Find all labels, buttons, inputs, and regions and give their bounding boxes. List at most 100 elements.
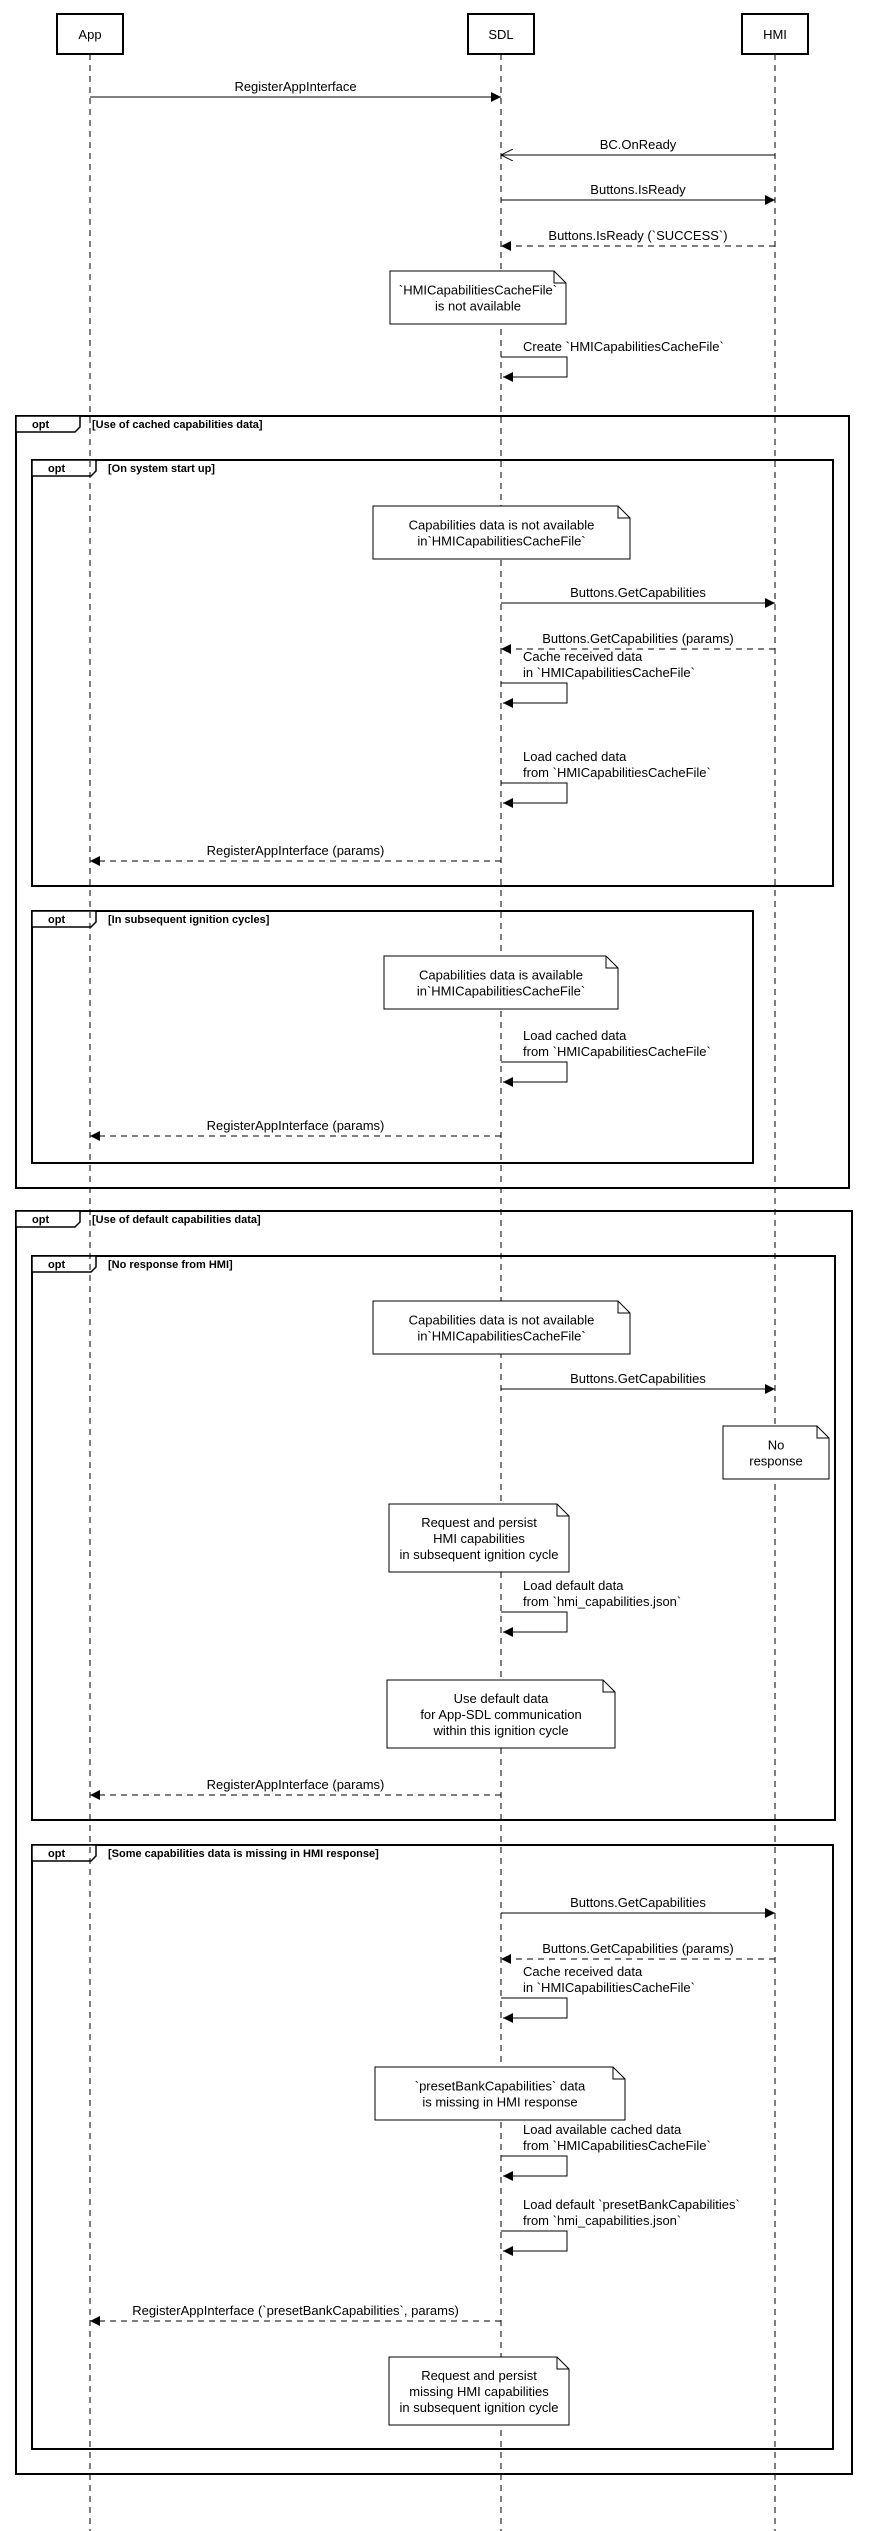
note-box bbox=[374, 2066, 626, 2121]
note-box bbox=[383, 955, 619, 1010]
participant-label: App bbox=[78, 27, 101, 42]
fragment-operator: opt bbox=[32, 1214, 49, 1226]
participant-app: App bbox=[56, 13, 124, 2531]
note-text: Request and persist bbox=[421, 1515, 537, 1530]
note-box bbox=[386, 1679, 616, 1749]
note-text: Capabilities data is available bbox=[419, 968, 583, 983]
self-message-arrow bbox=[501, 2230, 568, 2256]
message-2: Buttons.IsReady bbox=[501, 182, 775, 205]
fragment-3: opt[Use of default capabilities data] bbox=[15, 1210, 853, 2475]
message-4: Buttons.GetCapabilities bbox=[501, 585, 775, 608]
note-text: is not available bbox=[435, 299, 521, 314]
message-5: Buttons.GetCapabilities (params) bbox=[501, 631, 775, 654]
note-box bbox=[372, 1300, 631, 1355]
fragment-operator: opt bbox=[48, 914, 65, 926]
self-message-arrow bbox=[501, 1997, 568, 2023]
fragment-frame bbox=[31, 910, 754, 1164]
note-box bbox=[722, 1425, 830, 1480]
message-label: Buttons.IsReady bbox=[590, 182, 686, 197]
note-text: in subsequent ignition cycle bbox=[400, 1547, 559, 1562]
fragment-operator: opt bbox=[48, 1259, 65, 1271]
note-text: `HMICapabilitiesCacheFile` bbox=[399, 283, 557, 298]
self-message-label: from `HMICapabilitiesCacheFile` bbox=[523, 765, 711, 780]
note-fold bbox=[617, 1301, 630, 1314]
note-fold bbox=[612, 2067, 625, 2080]
message-12: RegisterAppInterface (`presetBankCapabil… bbox=[90, 2303, 501, 2326]
self-message-label: in `HMICapabilitiesCacheFile` bbox=[523, 1980, 695, 1995]
self-message-0: Create `HMICapabilitiesCacheFile` bbox=[501, 339, 724, 382]
participant-box-app bbox=[56, 13, 124, 55]
participant-label: SDL bbox=[488, 27, 513, 42]
note-text: in`HMICapabilitiesCacheFile` bbox=[417, 1329, 585, 1344]
message-10: Buttons.GetCapabilities bbox=[501, 1895, 775, 1918]
self-message-label: from `HMICapabilitiesCacheFile` bbox=[523, 1044, 711, 1059]
self-message-label: from `HMICapabilitiesCacheFile` bbox=[523, 2138, 711, 2153]
note-fold bbox=[556, 1504, 569, 1517]
fragment-tab bbox=[31, 1844, 97, 1862]
self-message-arrow bbox=[501, 782, 568, 808]
message-1: BC.OnReady bbox=[501, 137, 775, 155]
fragment-tab bbox=[31, 1255, 97, 1273]
self-message-label: Load cached data bbox=[523, 1028, 627, 1043]
message-label: Buttons.GetCapabilities (params) bbox=[542, 1941, 733, 1956]
fragment-tab bbox=[31, 910, 97, 928]
fragment-condition: [No response from HMI] bbox=[108, 1259, 233, 1271]
message-label: Buttons.GetCapabilities bbox=[570, 1895, 706, 1910]
self-message-label: Create `HMICapabilitiesCacheFile` bbox=[523, 339, 724, 354]
fragment-operator: opt bbox=[48, 463, 65, 475]
note-text: is missing in HMI response bbox=[422, 2095, 577, 2110]
note-2: Capabilities data is availablein`HMICapa… bbox=[383, 955, 619, 1010]
note-text: HMI capabilities bbox=[433, 1531, 525, 1546]
note-text: in`HMICapabilitiesCacheFile` bbox=[417, 984, 585, 999]
note-text: for App-SDL communication bbox=[420, 1707, 581, 1722]
note-fold bbox=[602, 1680, 615, 1693]
fragment-operator: opt bbox=[48, 1848, 65, 1860]
fragment-tab bbox=[31, 459, 97, 477]
self-message-arrow bbox=[501, 356, 568, 382]
message-label: RegisterAppInterface (`presetBankCapabil… bbox=[132, 2303, 459, 2318]
note-1: Capabilities data is not availablein`HMI… bbox=[372, 505, 631, 560]
note-text: response bbox=[749, 1454, 802, 1469]
fragment-frame bbox=[15, 415, 850, 1189]
message-label: RegisterAppInterface (params) bbox=[207, 1777, 385, 1792]
self-message-label: Load default data bbox=[523, 1578, 624, 1593]
fragment-2: opt[In subsequent ignition cycles] bbox=[31, 910, 754, 1164]
message-0: RegisterAppInterface bbox=[90, 79, 501, 102]
participant-label: HMI bbox=[763, 27, 787, 42]
message-label: Buttons.GetCapabilities (params) bbox=[542, 631, 733, 646]
note-fold bbox=[605, 956, 618, 969]
note-text: missing HMI capabilities bbox=[409, 2384, 549, 2399]
fragment-condition: [On system start up] bbox=[108, 463, 215, 475]
message-label: RegisterAppInterface (params) bbox=[207, 1118, 385, 1133]
note-text: `presetBankCapabilities` data bbox=[415, 2079, 586, 2094]
self-message-label: from `hmi_capabilities.json` bbox=[523, 2213, 681, 2228]
message-label: RegisterAppInterface (params) bbox=[207, 843, 385, 858]
note-text: Use default data bbox=[454, 1691, 549, 1706]
message-9: RegisterAppInterface (params) bbox=[90, 1777, 501, 1800]
note-text: in subsequent ignition cycle bbox=[400, 2400, 559, 2415]
note-text: Capabilities data is not available bbox=[409, 1313, 595, 1328]
note-text: Request and persist bbox=[421, 2368, 537, 2383]
note-fold bbox=[556, 2357, 569, 2370]
note-fold bbox=[553, 271, 566, 284]
fragment-tab bbox=[15, 1210, 81, 1228]
message-8: Buttons.GetCapabilities bbox=[501, 1371, 775, 1394]
participant-box-sdl bbox=[467, 13, 535, 55]
fragment-condition: [Some capabilities data is missing in HM… bbox=[108, 1848, 379, 1860]
self-message-label: Cache received data bbox=[523, 649, 643, 664]
message-label: BC.OnReady bbox=[600, 137, 677, 152]
self-message-label: Load available cached data bbox=[523, 2122, 682, 2137]
fragment-1: opt [On system start up] bbox=[31, 459, 834, 887]
note-text: within this ignition cycle bbox=[432, 1723, 568, 1738]
self-message-arrow bbox=[501, 682, 568, 708]
fragment-5: opt [Some capabilities data is missing in… bbox=[31, 1844, 834, 2450]
self-message-label: Load cached data bbox=[523, 749, 627, 764]
note-text: No bbox=[768, 1438, 785, 1453]
